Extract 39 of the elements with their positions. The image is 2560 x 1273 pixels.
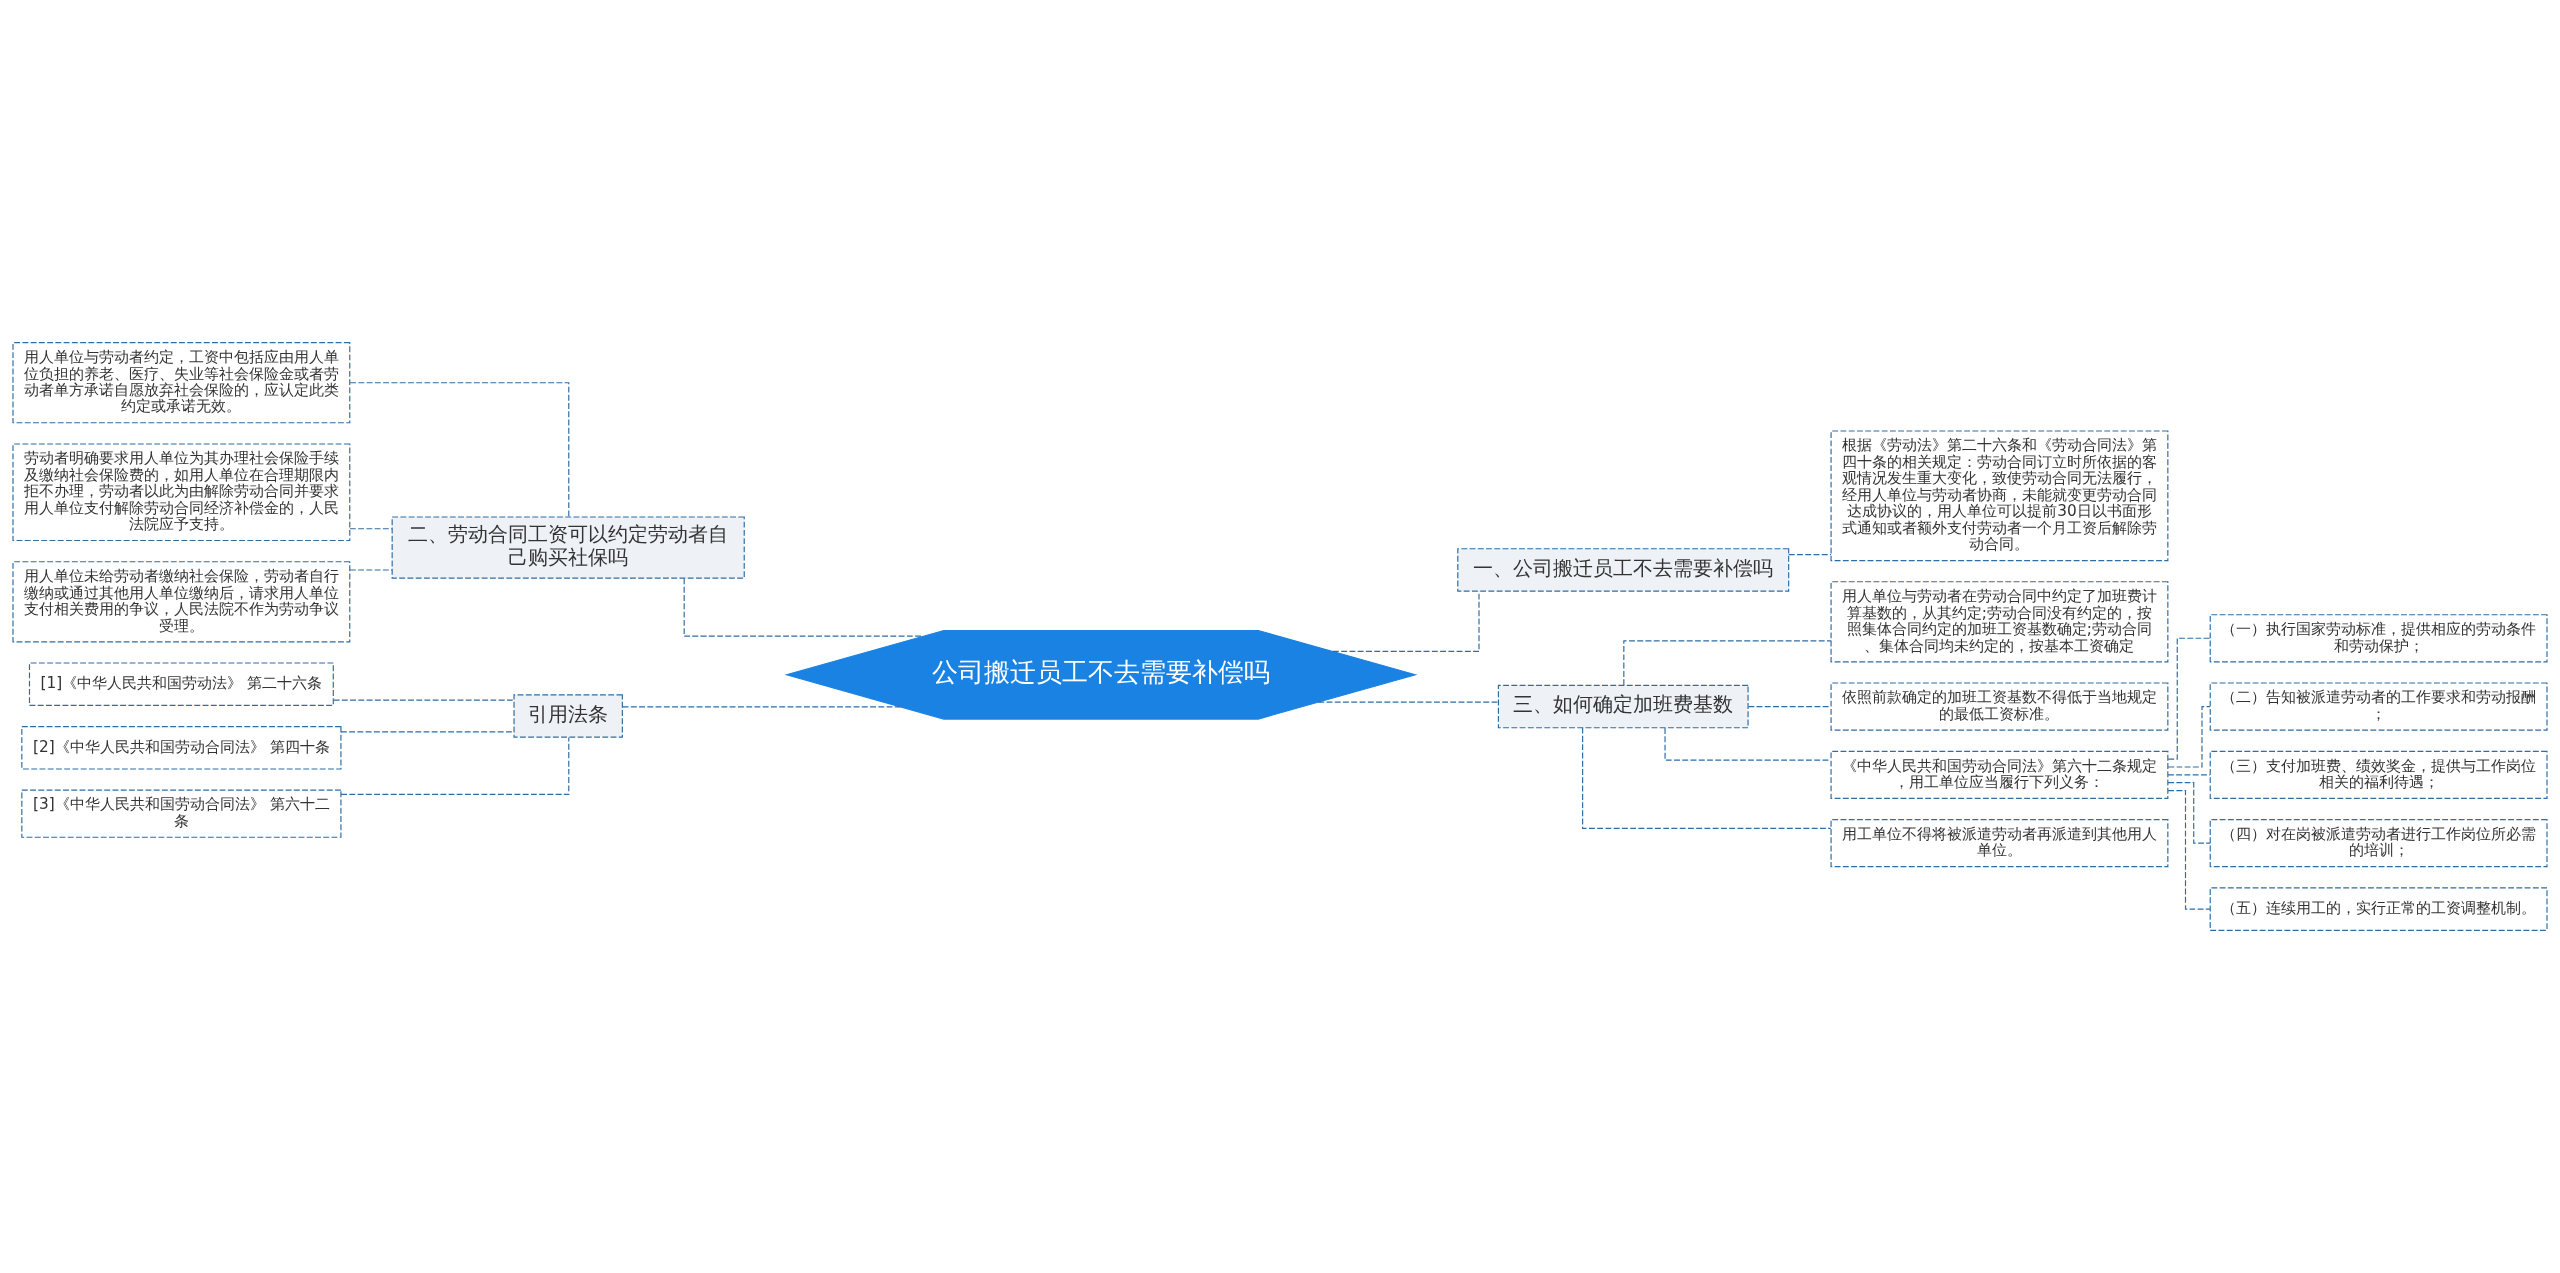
- connector: [1788, 554, 1832, 556]
- connector: [622, 706, 901, 708]
- node-box: 二、劳动合同工资可以约定劳动者自己购买社保吗: [391, 516, 745, 579]
- connector: [1317, 701, 1499, 703]
- connector: [1664, 727, 1832, 761]
- connector: [2167, 705, 2211, 768]
- connector: [2167, 774, 2211, 776]
- node-box: 一、公司搬迁员工不去需要补偿吗: [1457, 548, 1790, 592]
- node-box: 依照前款确定的加班工资基数不得低于当地规定的最低工资标准。: [1830, 682, 2169, 731]
- node-box: （一）执行国家劳动标准，提供相应的劳动条件和劳动保护；: [2209, 614, 2548, 663]
- node-box: [2]《中华人民共和国劳动合同法》 第四十条: [21, 726, 342, 770]
- connector: [333, 699, 515, 701]
- node-box: （二）告知被派遣劳动者的工作要求和劳动报酬；: [2209, 682, 2548, 731]
- node-box: 用工单位不得将被派遣劳动者再派遣到其他用人单位。: [1830, 819, 2169, 868]
- connector: [349, 528, 393, 530]
- connector: [2167, 637, 2211, 760]
- node-box: 用人单位与劳动者约定，工资中包括应由用人单位负担的养老、医疗、失业等社会保险金或者劳动者单方承诺自愿放弃社会保险的，应认定此类约定或承诺无效。: [12, 342, 351, 424]
- connector: [683, 578, 924, 637]
- connector: [340, 736, 570, 795]
- node-box: 《中华人民共和国劳动合同法》第六十二条规定，用工单位应当履行下列义务：: [1830, 750, 2169, 799]
- node-box: （五）连续用工的，实行正常的工资调整机制。: [2209, 887, 2548, 931]
- node-box: [3]《中华人民共和国劳动合同法》 第六十二条: [21, 789, 342, 838]
- connector: [349, 569, 393, 571]
- node-box: （四）对在岗被派遣劳动者进行工作岗位所必需的培训；: [2209, 819, 2548, 868]
- node-box: 三、如何确定加班费基数: [1497, 684, 1749, 729]
- node-box: 劳动者明确要求用人单位为其办理社会保险手续及缴纳社会保险费的，如用人单位在合理期限内拒不办理，劳动者以此为由解除劳动合同并要求用人单位支付解除劳动合同经济补偿金的，人民法院应予支持。: [12, 443, 351, 542]
- node-box: [1]《中华人民共和国劳动法》 第二十六条: [28, 662, 334, 706]
- connector: [349, 382, 570, 518]
- connector: [1332, 590, 1480, 652]
- node-box: 用人单位未给劳动者缴纳社会保险，劳动者自行缴纳或通过其他用人单位缴纳后，请求用人单位支付相关费用的争议，人民法院不作为劳动争议受理。: [12, 561, 351, 643]
- node-box: 用人单位与劳动者在劳动合同中约定了加班费计算基数的，从其约定;劳动合同没有约定的，按照集体合同约定的加班工资基数确定;劳动合同、集体合同均未约定的，按基本工资确定: [1830, 581, 2169, 663]
- node-box: （三）支付加班费、绩效奖金，提供与工作岗位相关的福利待遇；: [2209, 750, 2548, 799]
- node-box: 引用法条: [513, 694, 623, 738]
- connector: [1747, 705, 1832, 708]
- connector: [1623, 640, 1832, 686]
- connector: [340, 731, 515, 733]
- connector: [1582, 727, 1832, 829]
- node-box: 根据《劳动法》第二十六条和《劳动合同法》第四十条的相关规定：劳动合同订立时所依据的客观情况发生重大变化，致使劳动合同无法履行，经用人单位与劳动者协商，未能就变更劳动合同达成协议的，用人单位可以提前30日以书面形式通知或者额外支付劳动者一个月工资后解除劳动合同。: [1830, 430, 2169, 562]
- connector: [2167, 782, 2211, 844]
